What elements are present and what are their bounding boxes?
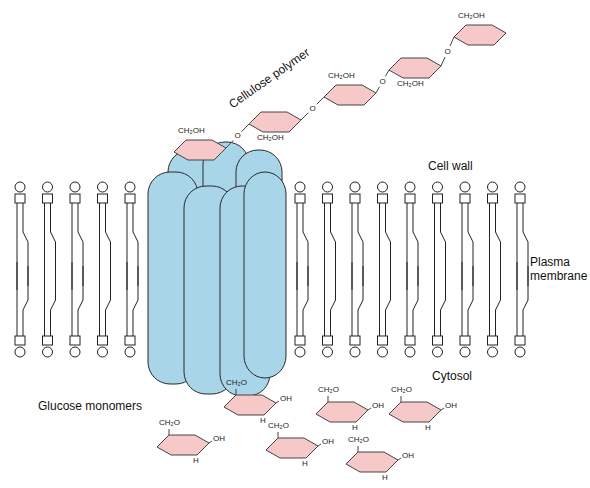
chemical-group: H	[193, 457, 199, 465]
phospholipid	[98, 182, 111, 357]
glycosidic-bond	[317, 97, 324, 104]
glucose-monomer	[389, 402, 441, 422]
phospholipid	[295, 182, 308, 357]
phospholipid	[460, 182, 473, 357]
glucose-monomer	[346, 452, 398, 472]
bond-line	[318, 444, 321, 446]
glycosidic-bond	[226, 140, 233, 148]
chemical-group: CH₂OH	[257, 134, 284, 142]
bond-line	[441, 408, 444, 410]
chemical-group: CH₂O	[318, 386, 339, 394]
chemical-group: H	[260, 417, 266, 425]
chemical-group: CH₂O	[348, 436, 369, 444]
bond-line	[401, 396, 402, 402]
chemical-group: CH₂O	[226, 379, 247, 387]
bond-line	[398, 458, 401, 460]
region-label: Cell wall	[428, 160, 473, 174]
glucose-unit	[389, 58, 441, 78]
chemical-group: OH	[322, 438, 334, 446]
chemical-group: OH	[445, 402, 457, 410]
phospholipid	[405, 182, 418, 357]
chemical-group: H	[425, 424, 431, 432]
bond-line	[169, 429, 170, 435]
oxygen-atom: O	[310, 105, 316, 113]
chemical-group: OH	[402, 452, 414, 460]
oxygen-atom: O	[380, 78, 386, 86]
phospholipid	[488, 182, 501, 357]
glucose-monomer	[157, 435, 209, 455]
chemical-group: CH₂OH	[397, 80, 424, 88]
bond-line	[278, 432, 279, 438]
glycosidic-bond	[242, 124, 249, 132]
chemical-group: CH₂O	[268, 422, 289, 430]
bond-line	[209, 441, 212, 443]
chemical-group: CH₂OH	[328, 72, 355, 80]
structure-label: Glucose monomers	[38, 400, 142, 414]
glucose-unit	[454, 25, 506, 45]
region-label: Cytosol	[432, 370, 472, 384]
chemical-group: H	[352, 424, 358, 432]
glycosidic-bond	[385, 70, 389, 76]
phospholipid	[70, 182, 83, 357]
glucose-unit	[249, 112, 301, 132]
glycosidic-bond	[376, 87, 380, 93]
bond-line	[358, 446, 359, 452]
bond-line	[236, 389, 237, 395]
structure-label: Cellulose polymer	[227, 46, 313, 112]
glycosidic-bond	[450, 37, 454, 46]
glucose-monomer	[224, 395, 276, 415]
glucose-monomer	[316, 402, 368, 422]
chemical-group: OH	[372, 402, 384, 410]
cellulose-synthase	[148, 142, 286, 396]
protein-subunit	[244, 172, 286, 378]
phospholipid	[15, 182, 28, 357]
chemical-group: OH	[213, 435, 225, 443]
phospholipid	[125, 182, 138, 357]
bond-line	[276, 401, 279, 403]
oxygen-atom: O	[235, 132, 241, 140]
phospholipid	[433, 182, 446, 357]
chemical-group: CH₂O	[391, 386, 412, 394]
chemical-group: CH₂O	[159, 419, 180, 427]
oxygen-atom: O	[445, 48, 451, 56]
chemical-group: H	[382, 474, 388, 482]
glucose-monomer	[266, 438, 318, 458]
phospholipid	[323, 182, 336, 357]
phospholipid	[515, 182, 528, 357]
phospholipid	[378, 182, 391, 357]
region-label: Plasma membrane	[530, 256, 586, 284]
chemical-group: H	[302, 460, 308, 468]
glucose-unit	[324, 85, 376, 105]
chemical-group: CH₂OH	[458, 12, 485, 20]
chemical-group: OH	[280, 395, 292, 403]
bond-line	[328, 396, 329, 402]
glucose-monomers	[157, 389, 444, 472]
phospholipid	[43, 182, 56, 357]
bond-line	[368, 408, 371, 410]
cellulose-chain	[174, 25, 506, 160]
glucose-unit	[174, 140, 226, 160]
glycosidic-bond	[301, 113, 308, 120]
chemical-group: CH₂OH	[178, 127, 205, 135]
glycosidic-bond	[441, 57, 445, 66]
phospholipid	[350, 182, 363, 357]
